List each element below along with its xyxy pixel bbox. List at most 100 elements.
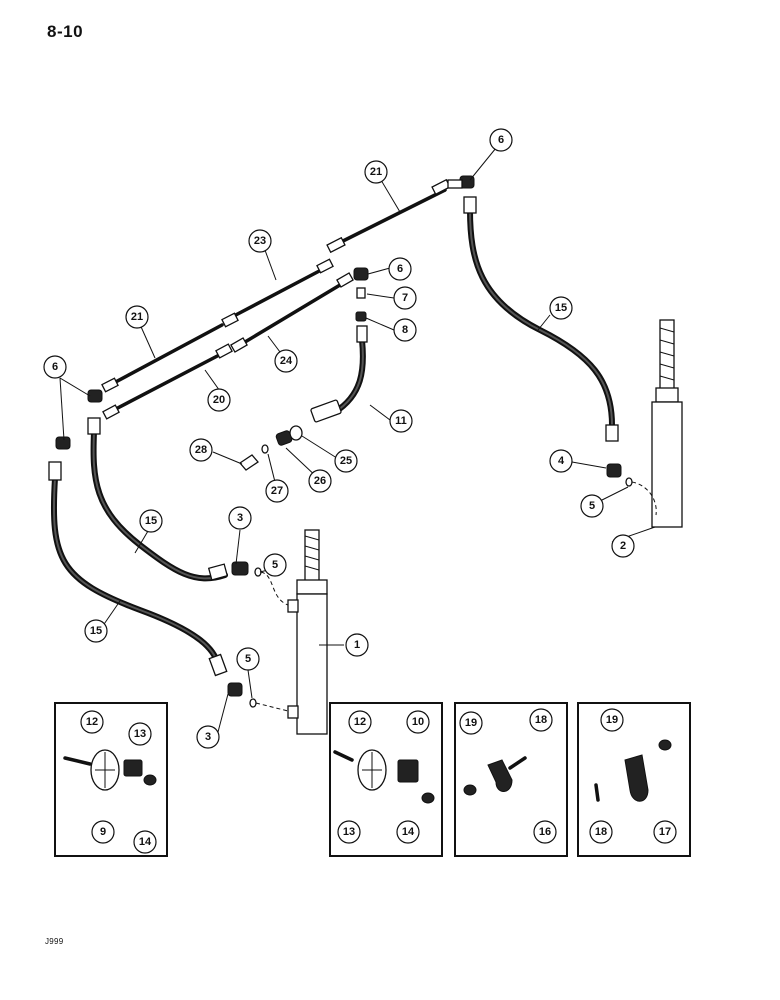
svg-text:20: 20 (213, 394, 225, 406)
svg-text:3: 3 (205, 731, 211, 743)
svg-text:6: 6 (498, 134, 504, 146)
callout-17: 17 (653, 820, 677, 844)
callout-16: 16 (533, 820, 557, 844)
svg-text:12: 12 (354, 716, 366, 728)
callout-25: 25 (334, 449, 358, 473)
hose-11 (310, 325, 368, 423)
fitting-chain (239, 425, 303, 471)
callout-14: 14 (133, 830, 157, 854)
callout-14: 14 (396, 820, 420, 844)
svg-text:11: 11 (395, 415, 407, 427)
tube-23 (101, 258, 334, 393)
callout-21: 21 (364, 160, 388, 184)
callout-1: 1 (345, 633, 369, 657)
svg-text:14: 14 (402, 826, 415, 838)
callout-2: 2 (611, 534, 635, 558)
svg-text:28: 28 (195, 444, 207, 456)
svg-text:4: 4 (558, 455, 565, 467)
document-code: J999 (45, 937, 64, 946)
callout-6: 6 (388, 257, 412, 281)
svg-text:19: 19 (465, 717, 477, 729)
svg-text:15: 15 (145, 515, 157, 527)
svg-text:24: 24 (280, 355, 293, 367)
inset-box-3 (454, 702, 568, 857)
callout-24: 24 (274, 349, 298, 373)
callout-3: 3 (196, 725, 220, 749)
svg-text:14: 14 (139, 836, 152, 848)
svg-text:18: 18 (535, 714, 547, 726)
svg-text:19: 19 (606, 714, 618, 726)
page-number: 8-10 (47, 22, 84, 41)
svg-text:15: 15 (90, 625, 102, 637)
elbow-fitting-3-lower (227, 682, 257, 708)
callout-6: 6 (489, 128, 513, 152)
callout-3: 3 (228, 506, 252, 530)
svg-text:15: 15 (555, 302, 567, 314)
elbow-fitting-3-upper (231, 561, 262, 577)
svg-text:8: 8 (402, 324, 408, 336)
svg-text:16: 16 (539, 826, 551, 838)
callout-21: 21 (125, 305, 149, 329)
svg-text:2: 2 (620, 540, 626, 552)
callout-10: 10 (406, 710, 430, 734)
inset-box-1 (54, 702, 168, 857)
svg-text:13: 13 (343, 826, 355, 838)
callout-9: 9 (91, 820, 115, 844)
callout-11: 11 (389, 409, 413, 433)
svg-text:13: 13 (134, 728, 146, 740)
tube-24 (230, 272, 354, 353)
callout-13: 13 (337, 820, 361, 844)
callout-6: 6 (43, 355, 67, 379)
svg-text:25: 25 (340, 455, 352, 467)
tube-21-upper (326, 178, 451, 254)
callout-26: 26 (308, 469, 332, 493)
callout-5: 5 (236, 647, 260, 671)
callout-15: 15 (139, 509, 163, 533)
svg-text:9: 9 (100, 826, 106, 838)
callout-18: 18 (589, 820, 613, 844)
svg-text:1: 1 (354, 639, 360, 651)
elbow-fitting-6-left (55, 389, 103, 450)
callout-28: 28 (189, 438, 213, 462)
callout-15: 15 (549, 296, 573, 320)
svg-text:5: 5 (272, 559, 278, 571)
svg-text:21: 21 (370, 166, 382, 178)
callout-23: 23 (248, 229, 272, 253)
elbow-fitting-4 (606, 463, 633, 487)
svg-text:27: 27 (271, 485, 283, 497)
svg-text:23: 23 (254, 235, 266, 247)
svg-text:7: 7 (402, 292, 408, 304)
svg-text:6: 6 (397, 263, 403, 275)
callout-7: 7 (393, 286, 417, 310)
inset-box-2 (329, 702, 443, 857)
svg-text:21: 21 (131, 311, 143, 323)
callout-13: 13 (128, 722, 152, 746)
elbow-fitting-6-center (353, 267, 369, 322)
callout-8: 8 (393, 318, 417, 342)
callout-18: 18 (529, 708, 553, 732)
cylinder-2 (631, 319, 683, 528)
callout-15: 15 (84, 619, 108, 643)
hose-15-lower (48, 461, 228, 677)
callout-12: 12 (80, 710, 104, 734)
callout-27: 27 (265, 479, 289, 503)
callout-4: 4 (549, 449, 573, 473)
svg-text:17: 17 (659, 826, 671, 838)
callout-12: 12 (348, 710, 372, 734)
svg-text:3: 3 (237, 512, 243, 524)
elbow-fitting-6-upper (447, 175, 475, 189)
svg-text:18: 18 (595, 826, 607, 838)
cylinder-1 (255, 529, 328, 735)
svg-text:5: 5 (245, 653, 251, 665)
tube-20 (102, 343, 233, 420)
svg-text:5: 5 (589, 500, 595, 512)
svg-text:6: 6 (52, 361, 58, 373)
callout-19: 19 (600, 708, 624, 732)
hose-15-right (463, 196, 619, 442)
callout-5: 5 (263, 553, 287, 577)
svg-text:10: 10 (412, 716, 424, 728)
svg-text:26: 26 (314, 475, 326, 487)
callout-20: 20 (207, 388, 231, 412)
callout-5: 5 (580, 494, 604, 518)
